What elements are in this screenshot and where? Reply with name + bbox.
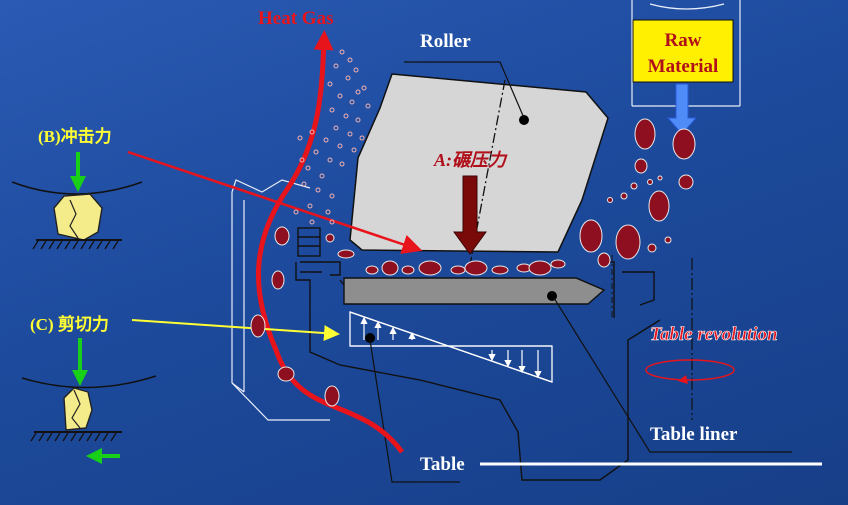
- roller-axis: [469, 79, 506, 266]
- shear-stress-diagram: [349, 311, 553, 383]
- material-particles: [250, 118, 696, 407]
- raw-material-label-1: Raw: [665, 30, 702, 51]
- roller-center-dot: [519, 115, 529, 125]
- table-body-outline: [295, 261, 661, 481]
- impact-force-label: (B)冲击力: [38, 126, 112, 146]
- table-liner: [343, 277, 606, 305]
- rock-icon-sheared: [63, 387, 93, 431]
- table-revolution-label: Table revolution: [650, 324, 778, 345]
- rock-icon: [53, 193, 103, 241]
- rolling-force-label: A:碾压力: [433, 150, 508, 170]
- shear-dot: [365, 333, 375, 343]
- heat-gas-flow: [255, 30, 405, 454]
- table-liner-label: Table liner: [650, 424, 738, 445]
- revolution-ellipse: [645, 359, 735, 381]
- impact-pointer: [127, 150, 423, 254]
- roller: [349, 73, 609, 253]
- roller-leader: [404, 61, 525, 119]
- raw-material-label-2: Material: [648, 56, 719, 77]
- table-label: Table: [420, 454, 465, 475]
- shear-illustration: [21, 338, 157, 464]
- revolution-arrowhead: [678, 375, 688, 384]
- raw-feed-arrow: [666, 83, 698, 135]
- table-leader: [369, 339, 460, 483]
- heat-gas-label: Heat Gas: [258, 8, 333, 29]
- roller-label: Roller: [420, 31, 471, 52]
- shear-force-label: (C) 剪切力: [30, 314, 109, 334]
- fine-dust: [293, 49, 371, 225]
- rolling-pressure-arrow: [453, 175, 487, 255]
- liner-leader: [553, 297, 792, 453]
- raw-material-box: [632, 19, 734, 83]
- ladder: [297, 227, 321, 257]
- mill-housing: [231, 179, 330, 421]
- impact-illustration: [11, 152, 143, 250]
- shear-pointer: [131, 319, 340, 342]
